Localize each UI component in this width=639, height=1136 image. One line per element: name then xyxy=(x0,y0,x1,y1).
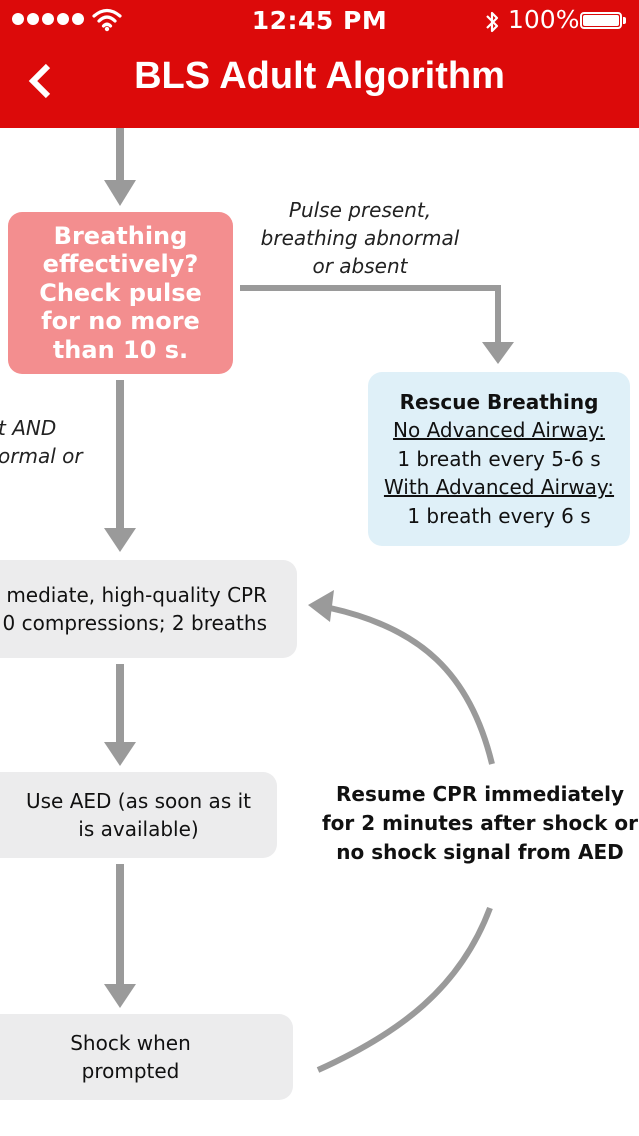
no-pulse-partial-label: t AND ormal or xyxy=(0,414,83,470)
label-line: no shock signal from AED xyxy=(336,840,624,864)
aed-box[interactable]: Use AED (as soon as it is available) xyxy=(0,772,277,858)
label-line: ormal or xyxy=(0,444,83,468)
label-line: Resume CPR immediately xyxy=(336,782,624,806)
with-advanced-airway-label: With Advanced Airway: xyxy=(383,475,615,500)
rescue-breathing-box[interactable]: Rescue Breathing No Advanced Airway: 1 b… xyxy=(368,372,630,546)
arrow-to-shock-head xyxy=(104,984,136,1008)
flow-connectors xyxy=(104,128,514,1073)
label-line: for 2 minutes after shock or xyxy=(321,811,639,835)
back-button[interactable] xyxy=(20,56,60,106)
label-line: t AND xyxy=(0,416,57,440)
label-line: breathing abnormal xyxy=(260,226,460,250)
chevron-left-icon xyxy=(28,63,51,99)
pulse-present-label: Pulse present, breathing abnormal or abs… xyxy=(240,196,480,280)
label-line: or absent xyxy=(312,254,408,278)
shock-line: Shock when xyxy=(70,1030,191,1055)
bluetooth-icon xyxy=(486,11,499,33)
loop-arc-top xyxy=(329,605,495,765)
arrow-to-cpr-head xyxy=(104,528,136,552)
algorithm-flowchart: Breathing effectively? Check pulse for n… xyxy=(0,128,639,1136)
loop-arc-top-head xyxy=(308,590,334,622)
label-line: Pulse present, xyxy=(288,198,432,222)
battery-icon xyxy=(580,12,628,31)
page-title: BLS Adult Algorithm xyxy=(134,55,505,97)
no-advanced-airway-label: No Advanced Airway: xyxy=(393,418,605,443)
battery-percent: 100% xyxy=(508,5,580,34)
check-pulse-line: Breathing xyxy=(53,221,188,250)
check-pulse-line: than 10 s. xyxy=(52,335,189,364)
arrow-to-rescue-head xyxy=(482,342,514,364)
arrow-to-rescue xyxy=(240,285,501,342)
check-pulse-line: for no more xyxy=(41,307,200,336)
arrow-to-aed-head xyxy=(104,742,136,766)
resume-cpr-label: Resume CPR immediately for 2 minutes aft… xyxy=(320,780,639,867)
aed-line: Use AED (as soon as it xyxy=(26,788,251,813)
arrow-top-head xyxy=(104,180,136,206)
cpr-line: mediate, high-quality CPR xyxy=(6,582,267,607)
loop-arc-bottom xyxy=(316,906,493,1073)
signal-strength-icon xyxy=(12,13,84,25)
check-pulse-line: effectively? xyxy=(42,250,199,279)
with-advanced-airway-rate: 1 breath every 6 s xyxy=(407,503,591,528)
aed-line: is available) xyxy=(78,817,199,841)
rescue-breathing-title: Rescue Breathing xyxy=(399,389,599,414)
no-advanced-airway-rate: 1 breath every 5-6 s xyxy=(397,446,601,471)
check-pulse-line: Check pulse xyxy=(39,278,202,307)
status-time: 12:45 PM xyxy=(251,6,388,35)
shock-line: prompted xyxy=(81,1059,180,1083)
wifi-icon xyxy=(92,8,122,32)
status-bar: 12:45 PM 100% xyxy=(0,0,639,44)
cpr-line: 0 compressions; 2 breaths xyxy=(2,611,267,635)
app-header: 12:45 PM 100% BLS Adult Algorithm xyxy=(0,0,639,128)
cpr-box[interactable]: mediate, high-quality CPR 0 compressions… xyxy=(0,560,297,658)
shock-box[interactable]: Shock when prompted xyxy=(0,1014,293,1100)
check-pulse-box[interactable]: Breathing effectively? Check pulse for n… xyxy=(8,212,233,374)
